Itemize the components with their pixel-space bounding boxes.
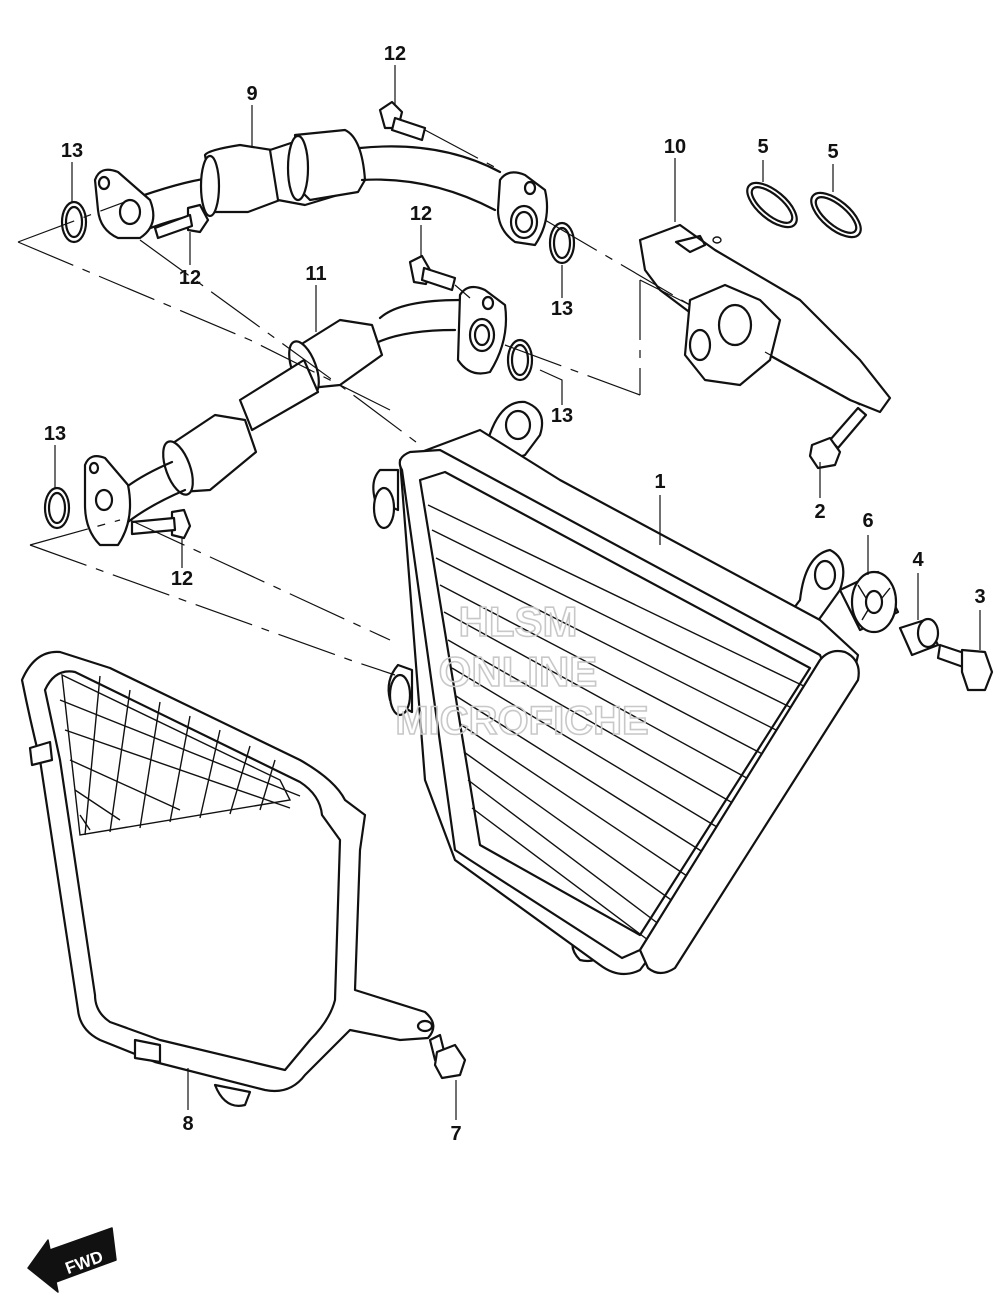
callout-6[interactable]: 6 [862,510,873,532]
callout-3[interactable]: 3 [974,586,985,608]
watermark-line-3: MICROFICHE [395,699,648,743]
callout-13d[interactable]: 13 [44,423,66,445]
callout-13a[interactable]: 13 [61,140,83,162]
oil-hose-part-11[interactable] [83,285,508,547]
callout-8[interactable]: 8 [182,1113,193,1135]
callout-5a[interactable]: 5 [757,136,768,158]
bolt-part-2[interactable] [808,406,868,470]
screen-cover-part-8[interactable] [20,650,435,1107]
o-ring-part-5b[interactable] [804,185,868,245]
grommet-part-6[interactable] [838,570,900,634]
gasket-part-13d[interactable] [43,486,71,530]
callout-leaders [54,65,981,1120]
gasket-part-13a[interactable] [60,200,88,244]
oil-hose-part-9[interactable] [93,128,549,247]
callout-13b[interactable]: 13 [551,298,573,320]
watermark-line-2: ONLINE [439,648,598,695]
callout-2[interactable]: 2 [814,501,825,523]
bolt-part-12a[interactable] [378,100,427,142]
bolt-part-7[interactable] [428,1033,467,1080]
fwd-direction-badge: FWD [27,1227,117,1293]
callout-7[interactable]: 7 [450,1123,461,1145]
callout-9[interactable]: 9 [246,83,257,105]
bolt-part-12b[interactable] [153,203,210,240]
callout-labels: 1 2 3 4 5 5 6 7 8 9 10 11 12 12 12 12 13… [44,43,986,1145]
callout-12c[interactable]: 12 [410,203,432,225]
callout-11[interactable]: 11 [305,263,326,285]
bolt-part-3[interactable] [936,643,994,692]
callout-1[interactable]: 1 [654,471,665,493]
callout-5b[interactable]: 5 [827,141,838,163]
callout-12b[interactable]: 12 [179,267,201,289]
callout-4[interactable]: 4 [912,549,924,571]
watermark: HLSM ONLINE MICROFICHE [395,597,650,744]
fwd-arrow-icon [27,1227,117,1293]
o-ring-part-5a[interactable] [740,175,804,235]
gasket-part-13b[interactable] [548,221,576,265]
bolt-part-12d[interactable] [130,508,192,540]
callout-12a[interactable]: 12 [384,43,406,65]
watermark-line-1: HLSM [459,598,578,645]
gasket-part-13c[interactable] [506,338,534,382]
callout-10[interactable]: 10 [664,136,686,158]
bolt-part-12c[interactable] [408,254,457,292]
oil-cooler-part-1[interactable] [372,400,860,976]
collar-part-4[interactable] [898,617,940,657]
bracket-part-10[interactable] [638,223,892,414]
assembly-guide-lines [17,129,861,676]
callout-12d[interactable]: 12 [171,568,193,590]
callout-13c[interactable]: 13 [551,405,573,427]
